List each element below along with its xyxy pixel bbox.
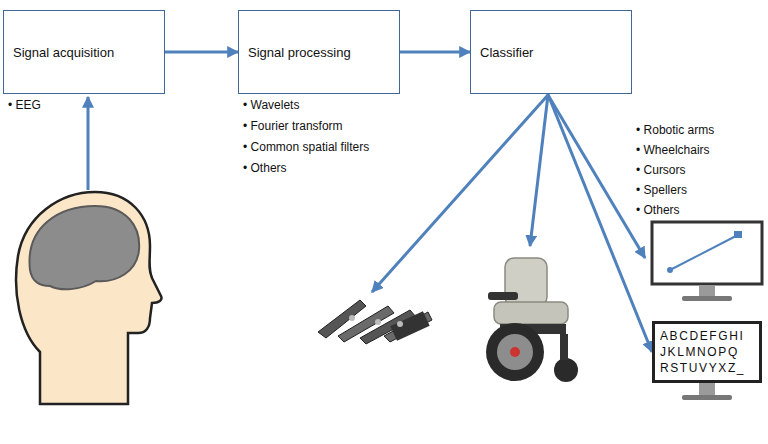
list-item: • Spellers xyxy=(636,183,687,197)
brain xyxy=(30,206,140,289)
list-item: • Others xyxy=(636,203,680,217)
chair-seat xyxy=(494,302,568,324)
human-head xyxy=(16,192,161,404)
output-arrow xyxy=(530,95,548,246)
chair-footrest xyxy=(560,334,568,360)
flow-arrow xyxy=(400,51,470,54)
box-label: Classifier xyxy=(480,45,533,60)
box-label: Signal acquisition xyxy=(13,45,114,60)
arm-palm xyxy=(390,311,429,341)
list-item: • EEG xyxy=(8,98,41,112)
monitor-base xyxy=(682,395,732,400)
list-item: • Fourier transform xyxy=(243,119,343,133)
monitor-neck xyxy=(699,383,715,395)
output-arrow xyxy=(548,95,645,258)
robotic-arm xyxy=(318,300,432,344)
process-box: Classifier xyxy=(470,10,632,94)
head-arrow xyxy=(87,97,90,190)
list-item: • Robotic arms xyxy=(636,123,714,137)
arm-joint xyxy=(397,321,403,327)
speller-monitor-stand xyxy=(682,383,732,400)
cursor-path xyxy=(670,236,736,270)
chair-wheel xyxy=(486,323,544,381)
process-box: Signal acquisition xyxy=(3,10,165,94)
box-label: Signal processing xyxy=(248,45,351,60)
speller-letters: ABCDEFGHI JKLMNOPQ RSTUVYXZ_ xyxy=(660,328,752,376)
list-item: • Common spatial filters xyxy=(243,140,369,154)
cursor-target xyxy=(734,231,742,238)
chair-caster xyxy=(554,358,578,382)
arm-joint xyxy=(349,315,355,321)
chair-armrest xyxy=(488,292,518,300)
list-item: • Others xyxy=(243,161,287,175)
list-item: • Wheelchairs xyxy=(636,143,710,157)
arm-finger xyxy=(384,312,432,342)
arm-joint xyxy=(375,319,381,325)
monitor-base xyxy=(682,296,732,301)
process-box: Signal processing xyxy=(238,10,400,94)
cursor-start xyxy=(667,267,673,273)
list-item: • Cursors xyxy=(636,163,686,177)
monitor-neck xyxy=(699,286,715,296)
chair-hub xyxy=(497,334,533,370)
wheelchair xyxy=(486,258,578,382)
monitor-screen xyxy=(652,222,762,284)
list-item: • Wavelets xyxy=(243,98,299,112)
head-outline xyxy=(16,192,161,404)
speller-screen: ABCDEFGHI JKLMNOPQ RSTUVYXZ_ xyxy=(652,321,762,383)
chair-hub-center xyxy=(510,347,520,357)
flow-arrow xyxy=(165,51,238,54)
cursor-monitor xyxy=(652,222,762,301)
